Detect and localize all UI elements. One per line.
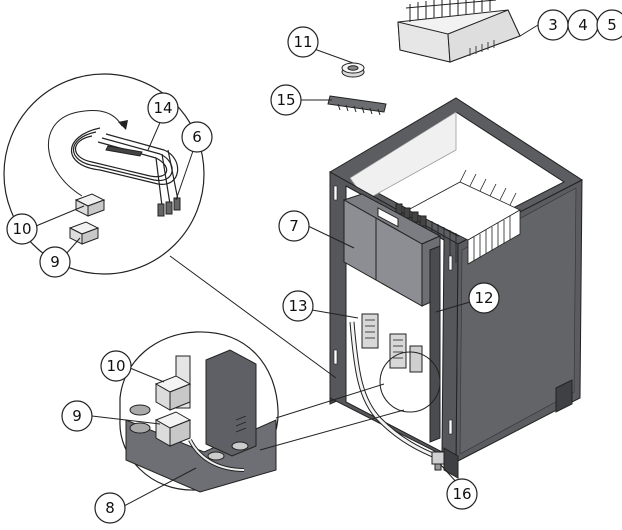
callout-label: 3 — [548, 16, 558, 34]
callout-label: 9 — [72, 407, 82, 425]
callout-12: 12 — [468, 282, 500, 314]
terminal-block — [361, 313, 423, 373]
callout-label: 12 — [474, 289, 493, 307]
callout-14: 14 — [147, 92, 179, 124]
callout-10-bottom: 10 — [100, 350, 132, 382]
grommet-part — [341, 62, 365, 78]
callout-label: 5 — [607, 16, 617, 34]
callout-label: 10 — [12, 220, 31, 238]
callout-4: 4 — [567, 9, 599, 41]
callout-label: 4 — [578, 16, 588, 34]
callout-3: 3 — [537, 9, 569, 41]
stone-basket-part — [397, 0, 521, 63]
callout-15: 15 — [270, 84, 302, 116]
callout-9-bottom: 9 — [61, 400, 93, 432]
callout-11: 11 — [287, 26, 319, 58]
callout-5: 5 — [596, 9, 622, 41]
bracket-part — [327, 95, 387, 116]
callout-6: 6 — [181, 121, 213, 153]
callout-7: 7 — [278, 210, 310, 242]
callout-label: 16 — [452, 485, 471, 503]
callout-8: 8 — [94, 492, 126, 524]
heater-cabinet — [328, 97, 583, 479]
callout-9-top: 9 — [39, 246, 71, 278]
callout-label: 7 — [289, 217, 299, 235]
callout-label: 9 — [50, 253, 60, 271]
callout-label: 14 — [153, 99, 172, 117]
callout-label: 8 — [105, 499, 115, 517]
callout-label: 11 — [293, 33, 312, 51]
detail-circle-terminal-area — [119, 331, 279, 493]
detail-circle-heating-element — [3, 73, 205, 275]
callout-label: 10 — [106, 357, 125, 375]
callout-13: 13 — [282, 290, 314, 322]
callout-label: 13 — [288, 297, 307, 315]
callout-label: 15 — [276, 91, 295, 109]
callout-label: 6 — [192, 128, 202, 146]
callout-10-top: 10 — [6, 213, 38, 245]
callout-16: 16 — [446, 478, 478, 510]
